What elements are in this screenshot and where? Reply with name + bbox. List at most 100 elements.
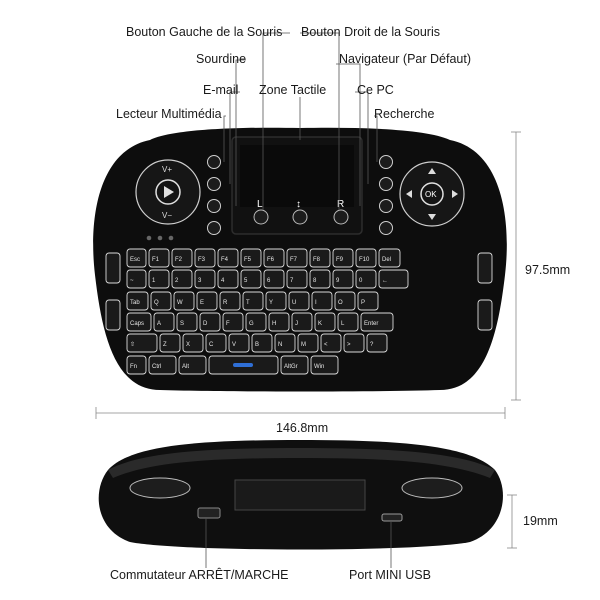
key-caps[interactable] (126, 312, 152, 332)
key-label: 7 (290, 278, 294, 284)
key-d[interactable] (199, 312, 221, 332)
key-label: 9 (336, 278, 340, 284)
my-pc-icon (379, 177, 393, 191)
key-1[interactable] (148, 269, 170, 289)
key-t[interactable] (242, 291, 264, 311)
key-4[interactable] (217, 269, 239, 289)
key-u[interactable] (288, 291, 310, 311)
key-g[interactable] (245, 312, 267, 332)
key-label: ? (370, 342, 374, 348)
key-q[interactable] (150, 291, 172, 311)
key-ctrl[interactable] (148, 355, 177, 375)
key-9[interactable] (332, 269, 354, 289)
key-f6[interactable] (263, 248, 285, 268)
key-label: Esc (130, 257, 140, 263)
key-label: P (361, 300, 365, 306)
key-label: L (341, 321, 345, 327)
key-n[interactable] (274, 333, 296, 353)
key-f1[interactable] (148, 248, 170, 268)
key-0[interactable] (355, 269, 377, 289)
key-h[interactable] (268, 312, 290, 332)
key-o[interactable] (334, 291, 356, 311)
svg-text:V+: V+ (162, 165, 172, 174)
key-label: F8 (313, 257, 321, 263)
key-del[interactable] (378, 248, 401, 268)
power-switch[interactable] (197, 507, 221, 519)
key-esc[interactable] (126, 248, 147, 268)
key-7[interactable] (286, 269, 308, 289)
key-⇧[interactable] (126, 333, 158, 353)
right-shortcut-icons (379, 155, 393, 235)
key-altgr[interactable] (280, 355, 309, 375)
key-label: 6 (267, 278, 271, 284)
key-f2[interactable] (171, 248, 193, 268)
key-6[interactable] (263, 269, 285, 289)
key-f3[interactable] (194, 248, 216, 268)
key-s[interactable] (176, 312, 198, 332)
key-3[interactable] (194, 269, 216, 289)
key-label: U (292, 300, 296, 306)
key-label: F3 (198, 257, 206, 263)
key-tab[interactable] (126, 291, 149, 311)
key-<[interactable] (320, 333, 342, 353)
key-label: C (209, 342, 214, 348)
key-label: F4 (221, 257, 229, 263)
key-m[interactable] (297, 333, 319, 353)
key-c[interactable] (205, 333, 227, 353)
key-i[interactable] (311, 291, 333, 311)
key-r[interactable] (219, 291, 241, 311)
key-~[interactable] (126, 269, 147, 289)
key-label: Alt (182, 364, 189, 370)
label-touchpad: Zone Tactile (259, 83, 327, 97)
key-f9[interactable] (332, 248, 354, 268)
key-f5[interactable] (240, 248, 262, 268)
key-k[interactable] (314, 312, 336, 332)
key->[interactable] (343, 333, 365, 353)
key-label: Caps (130, 321, 144, 327)
key-v[interactable] (228, 333, 250, 353)
key-label: 1 (152, 278, 156, 284)
key-enter[interactable] (360, 312, 394, 332)
key-win[interactable] (310, 355, 339, 375)
touch-buttons: L ↕ R (253, 199, 349, 225)
key-label: Fn (130, 364, 137, 370)
key-?[interactable] (366, 333, 388, 353)
bottom-leader-lines (205, 518, 392, 568)
media-dial[interactable]: V+ V− (135, 159, 201, 225)
key-f7[interactable] (286, 248, 308, 268)
key-label: J (295, 321, 298, 327)
key-label: K (318, 321, 322, 327)
key-l[interactable] (337, 312, 359, 332)
key-p[interactable] (357, 291, 379, 311)
key-fn[interactable] (126, 355, 147, 375)
left-shortcut-icons (207, 155, 221, 235)
key-z[interactable] (159, 333, 181, 353)
key-label: Ctrl (152, 364, 161, 370)
dpad[interactable]: OK (399, 161, 465, 227)
key-label: I (315, 300, 317, 306)
key-f4[interactable] (217, 248, 239, 268)
key-label: < (324, 342, 328, 348)
key-x[interactable] (182, 333, 204, 353)
key-label: F10 (359, 257, 370, 263)
key-b[interactable] (251, 333, 273, 353)
key-f8[interactable] (309, 248, 331, 268)
key-f10[interactable] (355, 248, 377, 268)
key-label: D (203, 321, 208, 327)
svg-text:V−: V− (162, 211, 172, 220)
key-label: F6 (267, 257, 275, 263)
key-←[interactable] (378, 269, 409, 289)
key-a[interactable] (153, 312, 175, 332)
key-j[interactable] (291, 312, 313, 332)
key-e[interactable] (196, 291, 218, 311)
key-y[interactable] (265, 291, 287, 311)
key-2[interactable] (171, 269, 193, 289)
key-label: Z (163, 342, 167, 348)
key-alt[interactable] (178, 355, 207, 375)
key-f[interactable] (222, 312, 244, 332)
svg-text:R: R (337, 199, 344, 210)
key-5[interactable] (240, 269, 262, 289)
key-8[interactable] (309, 269, 331, 289)
key-w[interactable] (173, 291, 195, 311)
